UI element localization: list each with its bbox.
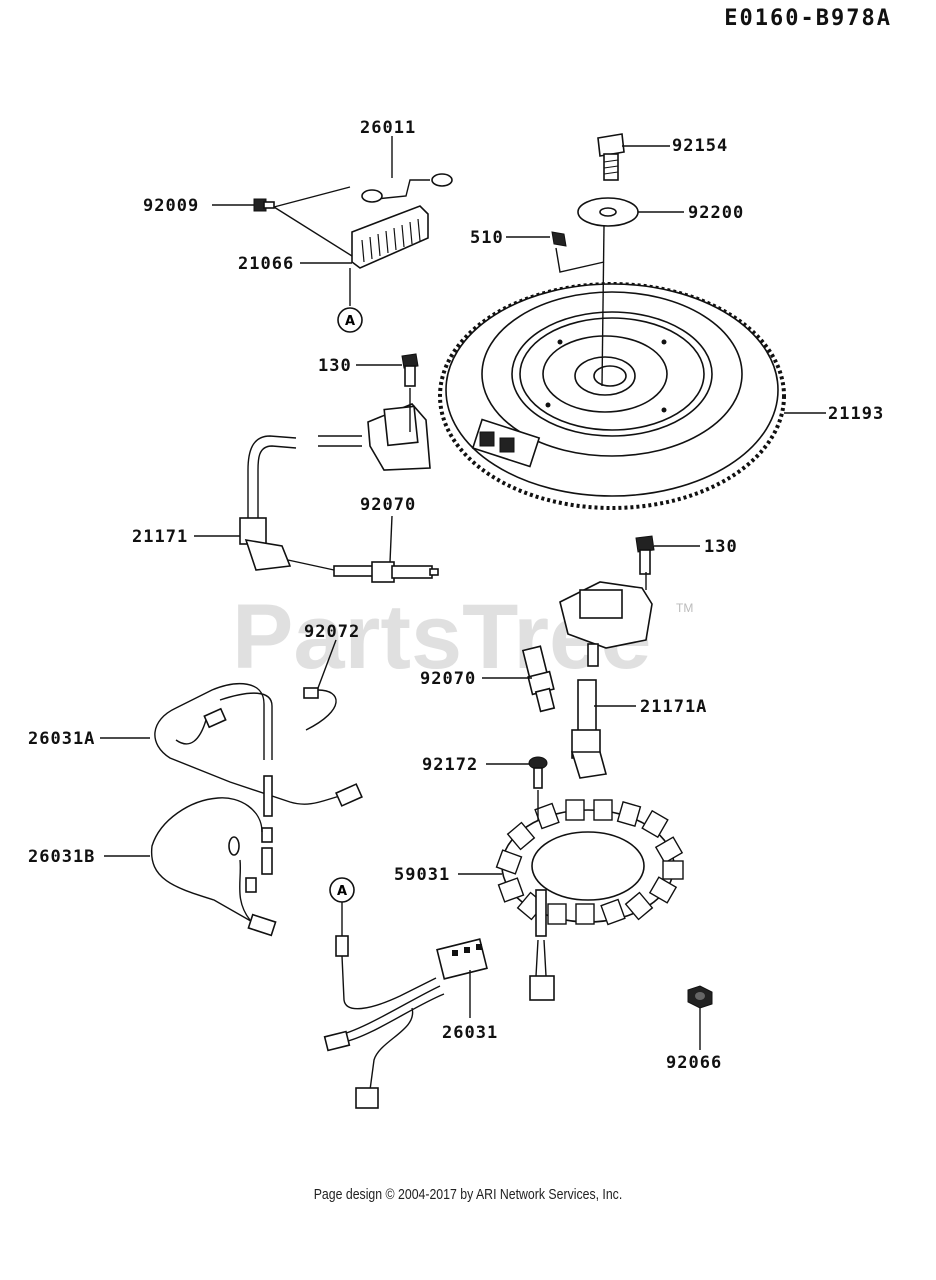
label-21193[interactable]: 21193 [828, 404, 884, 424]
footer-copyright: Page design © 2004-2017 by ARI Network S… [313, 1186, 623, 1203]
label-26011[interactable]: 26011 [360, 118, 416, 138]
callout-a-top: A [337, 307, 363, 333]
leaders-coil-a [482, 545, 700, 707]
label-26031B[interactable]: 26031B [28, 847, 95, 867]
ignition-coil-21171[interactable] [239, 403, 431, 571]
label-21171A[interactable]: 21171A [640, 697, 707, 717]
label-26031[interactable]: 26031 [442, 1023, 498, 1043]
washer-92200[interactable] [577, 197, 639, 227]
label-92154[interactable]: 92154 [672, 136, 728, 156]
bolt-92154[interactable] [597, 133, 625, 181]
leaders-stator [458, 763, 539, 875]
spark-plug-92070-top[interactable] [333, 561, 439, 583]
label-21171[interactable]: 21171 [132, 527, 188, 547]
label-130-top[interactable]: 130 [318, 356, 352, 376]
label-92070-mid[interactable]: 92070 [420, 669, 476, 689]
part-labels: 26011 92009 21066 92154 92200 510 130 21… [28, 118, 884, 1073]
label-26031A[interactable]: 26031A [28, 729, 95, 749]
label-92200[interactable]: 92200 [688, 203, 744, 223]
regulator-21066[interactable] [351, 173, 453, 269]
bolt-92009[interactable] [253, 198, 275, 212]
diagram-code: E0160-B978A [724, 6, 892, 31]
label-92066[interactable]: 92066 [666, 1053, 722, 1073]
callout-a-top-text: A [345, 314, 355, 329]
harness-26031A[interactable] [154, 683, 363, 843]
label-510[interactable]: 510 [470, 228, 504, 248]
callout-a-bottom: A [329, 877, 355, 903]
watermark-tm: TM [676, 601, 693, 615]
clip-92072[interactable] [303, 687, 337, 731]
label-92009[interactable]: 92009 [143, 196, 199, 216]
leaders-regulator [212, 136, 393, 306]
label-59031[interactable]: 59031 [394, 865, 450, 885]
key-510[interactable] [551, 231, 567, 247]
stator-59031[interactable] [495, 799, 684, 1001]
harness-26031B[interactable] [150, 797, 277, 937]
callout-a-bottom-text: A [337, 884, 347, 899]
bolt-130-top[interactable] [401, 353, 419, 387]
leaders-coil [194, 364, 411, 571]
label-92072[interactable]: 92072 [304, 622, 360, 642]
label-92070-top[interactable]: 92070 [360, 495, 416, 515]
flywheel-21193[interactable] [438, 282, 786, 510]
ignition-coil-21171A[interactable] [559, 581, 653, 779]
nut-92066[interactable] [687, 985, 713, 1009]
label-92172[interactable]: 92172 [422, 755, 478, 775]
spark-plug-92070-mid[interactable] [521, 645, 556, 713]
screw-92172[interactable] [528, 756, 548, 789]
harness-26031[interactable] [323, 935, 488, 1109]
leader-92072 [317, 639, 337, 689]
label-21066[interactable]: 21066 [238, 254, 294, 274]
label-130-right[interactable]: 130 [704, 537, 738, 557]
bolt-130-right[interactable] [635, 535, 655, 575]
leaders-flywheel [506, 145, 826, 414]
